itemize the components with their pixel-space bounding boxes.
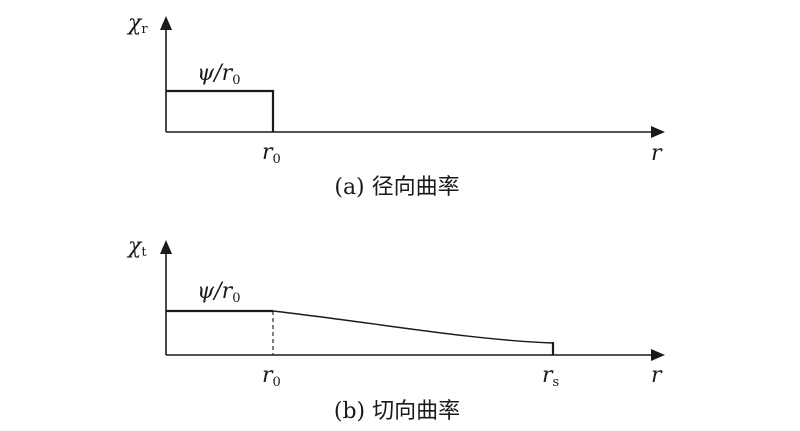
y-axis-arrow-b bbox=[160, 240, 172, 254]
level-label-a: ψ/r0 bbox=[197, 61, 240, 88]
tick-label-r0-a: r0 bbox=[262, 140, 281, 167]
y-label-a: χr bbox=[126, 11, 148, 37]
y-axis-arrow-a bbox=[160, 16, 172, 30]
caption-b: (b) 切向曲率 bbox=[334, 399, 460, 424]
tick-label-r0-b: r0 bbox=[262, 363, 281, 390]
radial-curvature-curve bbox=[166, 89, 275, 132]
panel-b: χt ψ/r0 r0 rs r (b) 切向曲率 bbox=[126, 234, 665, 424]
x-label-b: r bbox=[651, 363, 663, 388]
x-axis-arrow-b bbox=[651, 349, 665, 361]
x-label-a: r bbox=[651, 141, 663, 166]
tangential-curvature-decay bbox=[272, 310, 554, 344]
x-axis-arrow-a bbox=[651, 126, 665, 138]
panel-a: χr ψ/r0 r0 r (a) 径向曲率 bbox=[126, 11, 665, 200]
tick-label-rs-b: rs bbox=[542, 363, 559, 390]
y-label-b: χt bbox=[126, 234, 147, 260]
caption-a: (a) 径向曲率 bbox=[334, 175, 459, 200]
level-label-b: ψ/r0 bbox=[197, 279, 240, 306]
